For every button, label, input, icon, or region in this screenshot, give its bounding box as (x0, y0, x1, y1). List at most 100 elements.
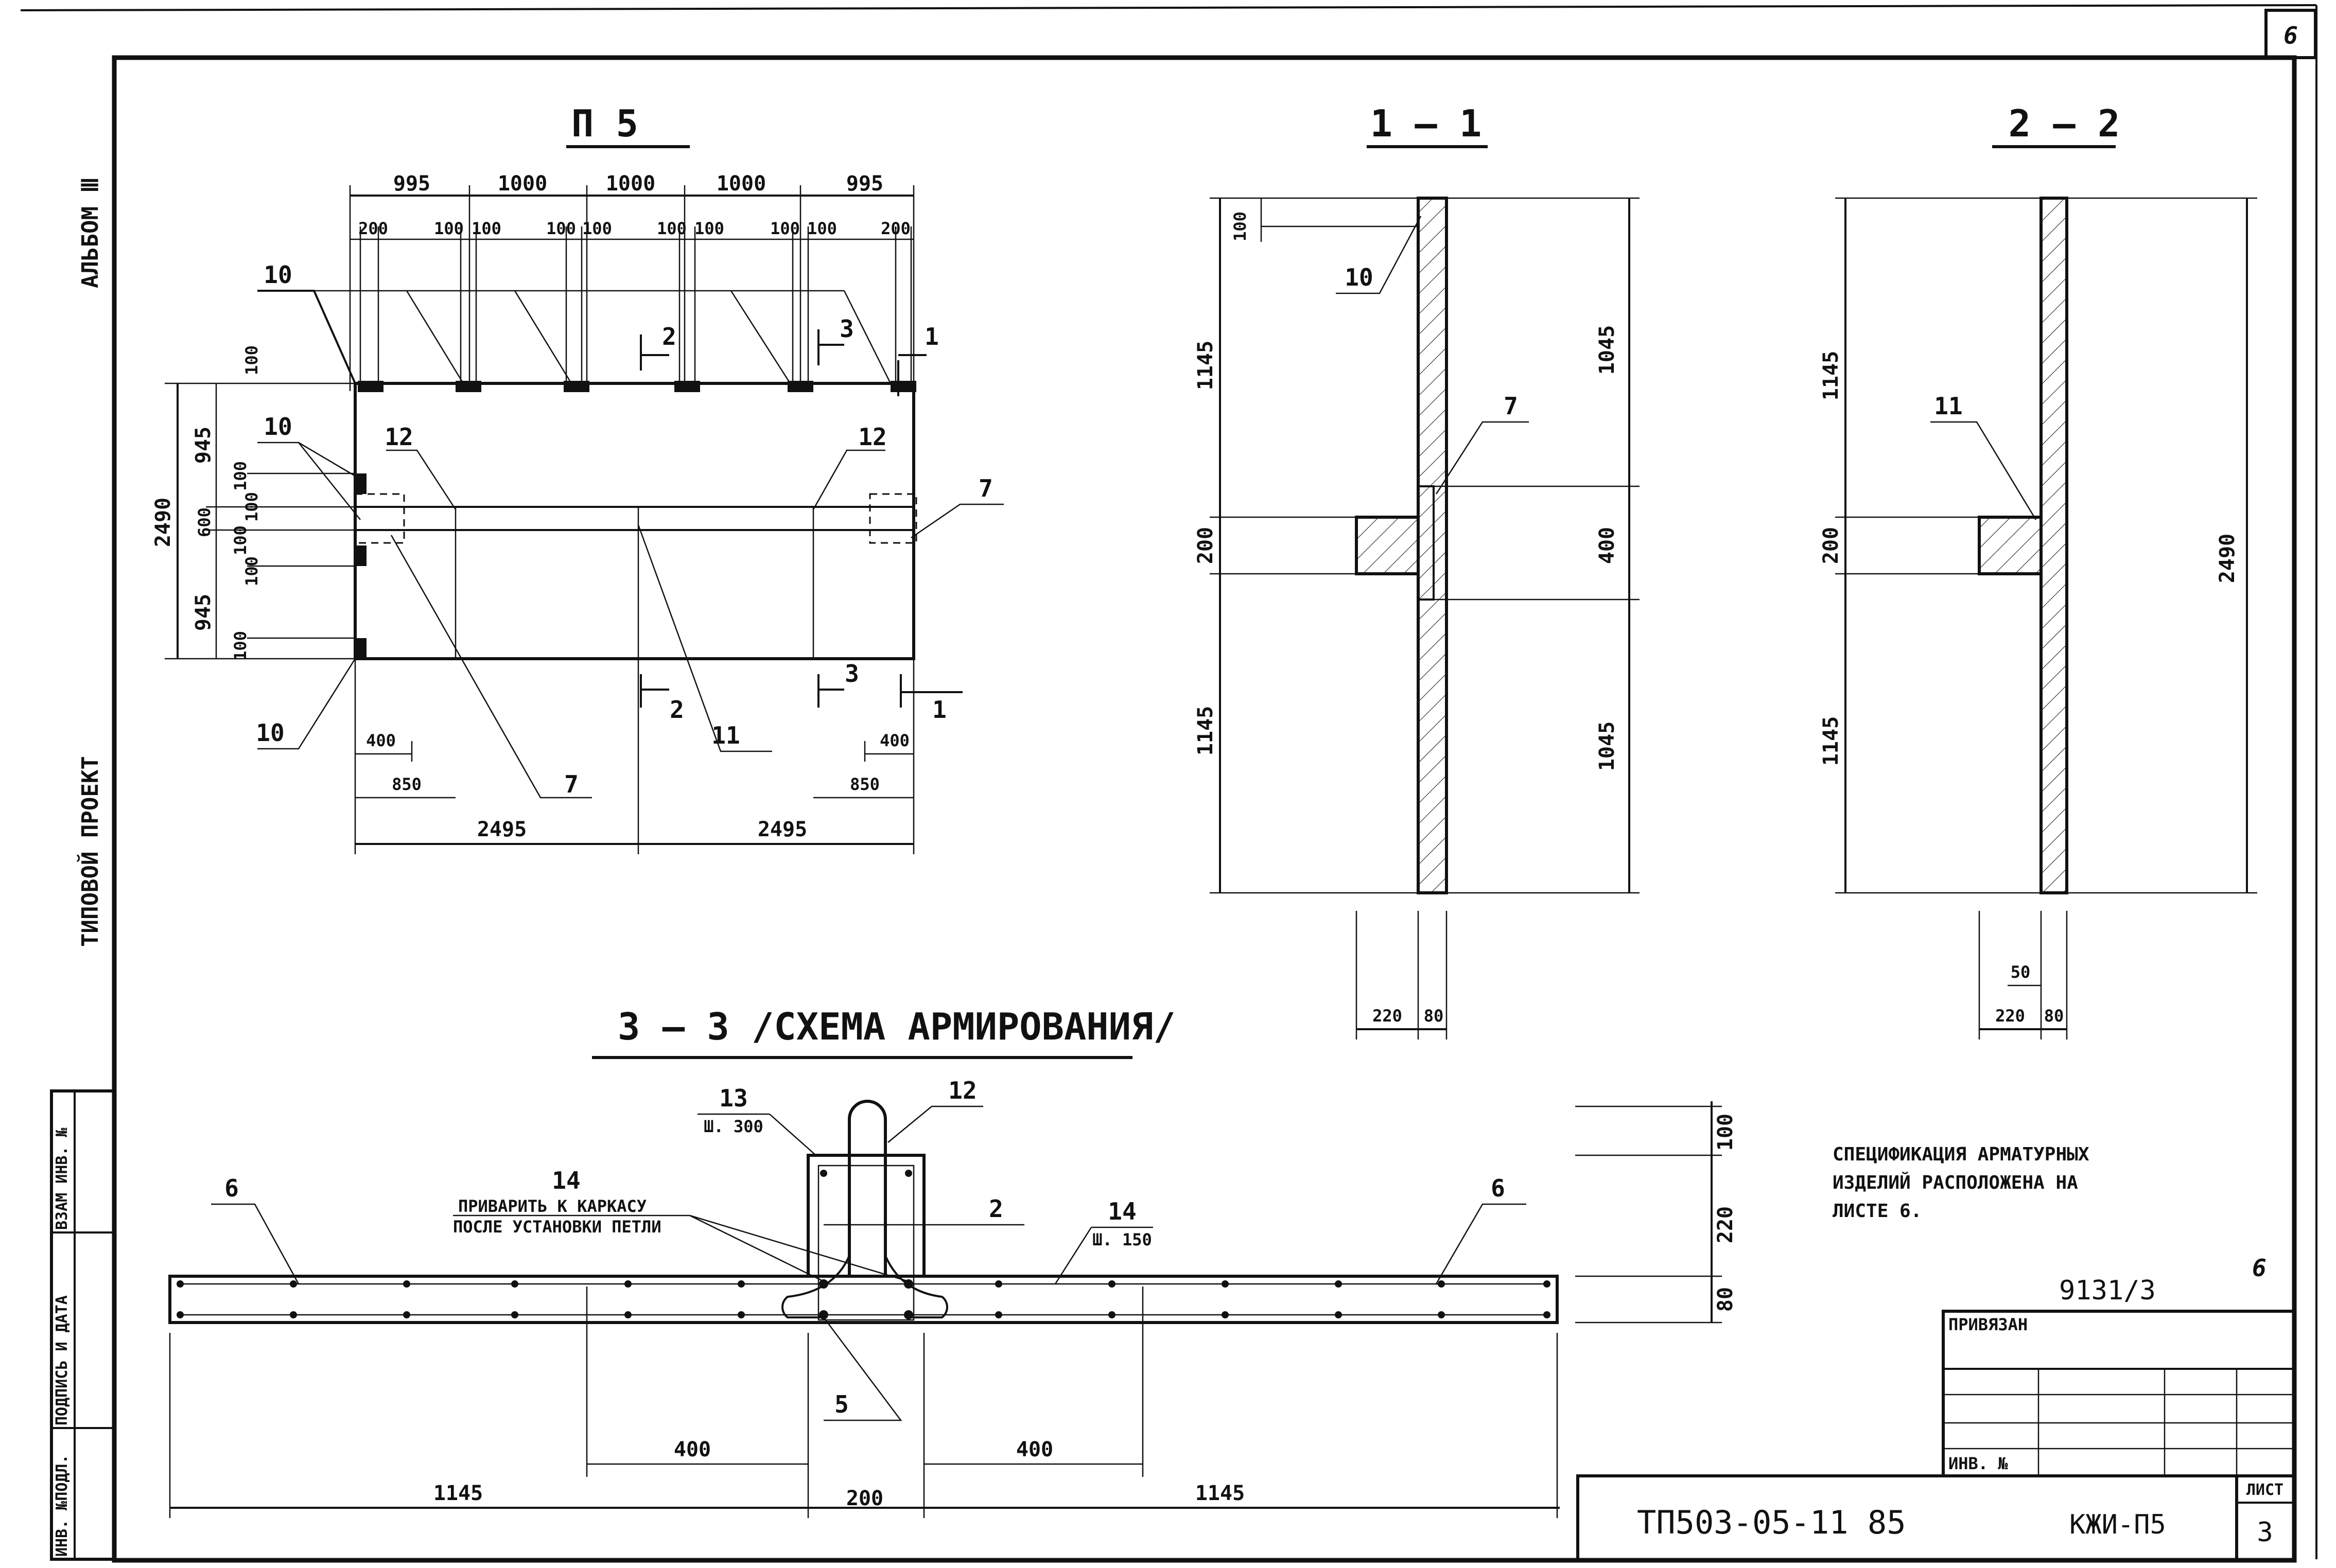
plan-section-mark-1-top: 1 (925, 323, 939, 350)
plan-subdim-6: 100 (657, 219, 687, 238)
plan-section-mark-3-bottom: 3 (845, 660, 859, 688)
section-3-dim-100: 100 (1714, 1114, 1737, 1151)
plan-dim-bottom-2495-right: 2495 (758, 818, 807, 841)
stamp-replaced-inv: ВЗАМ ИНВ. № (53, 1127, 71, 1230)
sheet-number: 3 (2257, 1517, 2273, 1548)
reference-number: 9131/3 (2059, 1275, 2156, 1306)
plan-subdim-4: 100 (546, 219, 576, 238)
section-2-title: 2 — 2 (2009, 102, 2120, 145)
section-3-callout-12: 12 (948, 1077, 977, 1104)
section-2-dim-1145-top: 1145 (1819, 351, 1843, 400)
plan-dim-bottom-2495-left: 2495 (477, 818, 527, 841)
section-1-dim-80: 80 (1424, 1006, 1444, 1026)
stamp-inv-original: ИНВ. №ПОДЛ. (53, 1454, 71, 1557)
view-section-2: 2 — 2 1145 200 1145 2490 50 220 80 11 (1819, 102, 2257, 1040)
section-3-title: 3 — 3 /СХЕМА АРМИРОВАНИЯ/ (618, 1005, 1176, 1048)
spec-note-line3: ЛИСТЕ 6. (1833, 1201, 1922, 1222)
reference-sheet-number: 6 (2252, 1254, 2267, 1282)
section-3-dim-1145-right: 1145 (1195, 1482, 1245, 1505)
section-1-dim-1145-top: 1145 (1194, 341, 1217, 390)
section-1-dim-1145-bottom: 1145 (1194, 706, 1217, 755)
section-3-weld-note-line1: ПРИВАРИТЬ К КАРКАСУ (458, 1196, 647, 1216)
title-block-bound-label: ПРИВЯЗАН (1948, 1315, 2028, 1334)
plan-dim-left-1: 100 (242, 345, 262, 375)
view-plan: П 5 995 1000 1000 1000 995 200 100 100 1… (151, 102, 1004, 854)
section-3-dim-400-right: 400 (1016, 1438, 1053, 1461)
plan-callout-10-left: 10 (264, 413, 292, 441)
left-stamp (50, 1089, 116, 1561)
side-label-series: ТИПОВОЙ ПРОЕКТ (76, 756, 103, 947)
section-3-callout-14-left: 14 (552, 1167, 580, 1194)
plan-dim-left-2: 945 (191, 427, 215, 464)
spec-note-line2: ИЗДЕЛИЙ РАСПОЛОЖЕНА НА (1833, 1172, 2078, 1193)
section-3-dim-220: 220 (1714, 1206, 1737, 1243)
section-1-dim-200: 200 (1194, 527, 1217, 564)
stamp-signature-date: ПОДПИСЬ И ДАТА (53, 1295, 71, 1425)
section-2-dim-1145-bottom: 1145 (1819, 716, 1843, 766)
plan-dim-left-7: 100 (242, 556, 262, 586)
title-block-inv-label: ИНВ. № (1948, 1454, 2008, 1473)
plan-callout-7-right: 7 (979, 474, 993, 502)
sheet-frame (20, 4, 2317, 1563)
plan-dim-bottom-850-left: 850 (392, 774, 422, 794)
plan-section-mark-3-top: 3 (840, 315, 854, 343)
section-3-spacing-150: Ш. 150 (1092, 1230, 1152, 1249)
section-1-callout-7: 7 (1504, 392, 1518, 420)
plan-callout-12-left: 12 (385, 423, 413, 451)
plan-dim-left-8: 945 (191, 594, 215, 631)
title-block (1576, 1310, 2296, 1562)
plan-subdim-9: 100 (807, 219, 837, 238)
section-1-dim-400: 400 (1595, 527, 1619, 564)
spec-note-line1: СПЕЦИФИКАЦИЯ АРМАТУРНЫХ (1833, 1144, 2089, 1165)
section-3-weld-note-line2: ПОСЛЕ УСТАНОВКИ ПЕТЛИ (453, 1217, 661, 1237)
plan-callout-10-bottom: 10 (256, 719, 284, 747)
item-code: КЖИ-П5 (2069, 1509, 2166, 1540)
plan-callout-11: 11 (711, 721, 740, 749)
side-label-album: АЛЬБОМ Ⅲ (77, 177, 103, 288)
section-2-dim-50: 50 (2011, 962, 2031, 982)
plan-dim-left-6: 100 (231, 525, 250, 555)
plan-dim-top-1: 995 (393, 172, 430, 196)
plan-subdim-8: 100 (770, 219, 800, 238)
section-2-dim-80: 80 (2044, 1006, 2064, 1026)
section-3-dim-400-left: 400 (674, 1438, 711, 1461)
plan-section-mark-2-bottom: 2 (670, 696, 684, 724)
plan-dim-left-4: 100 (242, 492, 262, 522)
section-3-callout-13: 13 (719, 1084, 747, 1112)
plan-dim-left-9: 100 (231, 631, 250, 661)
plan-dim-top-3: 1000 (606, 172, 655, 196)
section-1-callout-10: 10 (1345, 263, 1373, 291)
specification-note: СПЕЦИФИКАЦИЯ АРМАТУРНЫХ ИЗДЕЛИЙ РАСПОЛОЖ… (1833, 1144, 2089, 1222)
corner-sheet-number: 6 (2283, 22, 2298, 49)
plan-dim-bottom-850-right: 850 (850, 774, 880, 794)
plan-callout-10-top: 10 (264, 261, 292, 289)
section-1-dim-1045-bottom: 1045 (1595, 721, 1619, 771)
section-2-callout-11: 11 (1934, 392, 1962, 420)
plan-callout-7-bottom: 7 (564, 770, 579, 798)
plan-subdim-2: 100 (434, 219, 464, 238)
section-3-callout-14-right: 14 (1108, 1197, 1136, 1225)
plan-dim-left-3: 100 (231, 461, 250, 491)
section-3-callout-2: 2 (989, 1195, 1003, 1223)
plan-dim-overall-height: 2490 (151, 498, 175, 547)
section-3-dim-80: 80 (1714, 1287, 1737, 1312)
plan-dim-bottom-400-left: 400 (366, 731, 396, 750)
section-3-spacing-300: Ш. 300 (704, 1117, 763, 1136)
sheet-label: ЛИСТ (2246, 1481, 2283, 1499)
section-3-dim-1145-left: 1145 (433, 1482, 483, 1505)
plan-dim-top-4: 1000 (717, 172, 766, 196)
section-2-dim-220: 220 (1995, 1006, 2025, 1026)
section-3-callout-6-right: 6 (1491, 1174, 1505, 1202)
plan-subdim-1: 200 (358, 219, 388, 238)
plan-dim-left-5: 600 (195, 507, 214, 537)
plan-title: П 5 (571, 102, 638, 145)
plan-subdim-7: 100 (694, 219, 724, 238)
section-1-dim-220: 220 (1372, 1006, 1402, 1026)
plan-callout-12-right: 12 (858, 423, 886, 451)
section-3-callout-5: 5 (834, 1390, 849, 1418)
section-1-dim-100: 100 (1230, 212, 1250, 241)
plan-section-mark-1-bottom: 1 (932, 696, 947, 724)
view-section-1: 1 — 1 100 1145 200 1145 1045 400 1045 (1194, 102, 1640, 1040)
plan-dim-bottom-400-right: 400 (880, 731, 910, 750)
